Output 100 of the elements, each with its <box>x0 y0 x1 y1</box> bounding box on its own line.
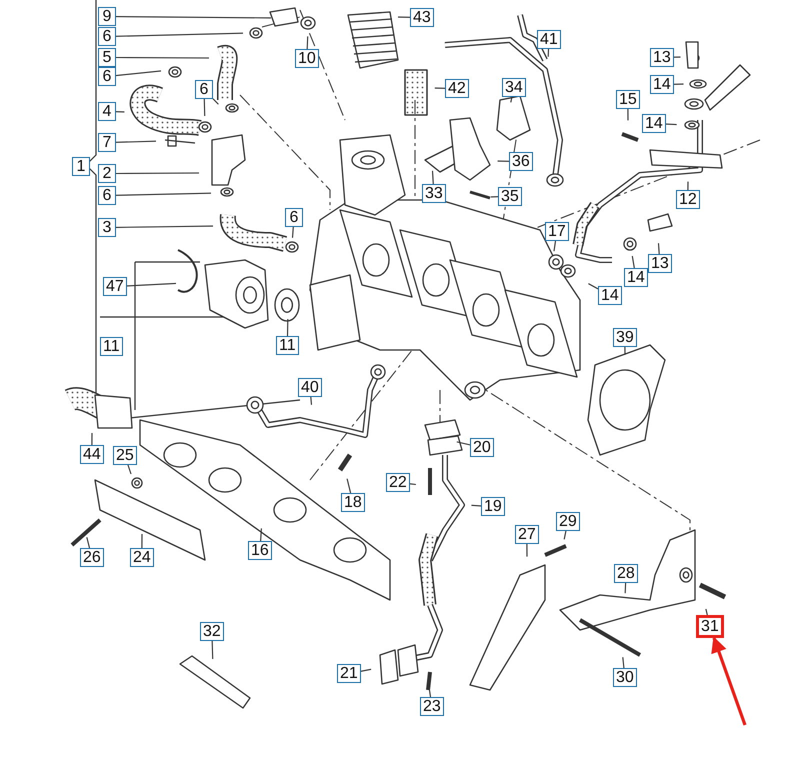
callout-number: 25 <box>113 446 137 465</box>
leader-line <box>292 226 294 238</box>
callout-number: 30 <box>613 668 637 687</box>
leader-line <box>212 98 219 105</box>
callout-number: 26 <box>80 548 104 567</box>
callout-number: 6 <box>195 80 213 99</box>
leader-line <box>666 124 677 126</box>
arrow <box>711 636 746 726</box>
leader-line <box>116 32 244 37</box>
callout-number: 29 <box>556 512 580 531</box>
callout-number: 1 <box>72 157 90 176</box>
leader-line <box>116 172 199 174</box>
leader-line <box>632 256 635 268</box>
leader-line <box>286 319 288 336</box>
callout-number: 6 <box>98 186 116 205</box>
callout-number: 33 <box>422 184 446 203</box>
callout-number: 47 <box>103 277 127 296</box>
callout-number: 17 <box>545 222 569 241</box>
callout-number: 6 <box>285 208 303 227</box>
callout-number: 9 <box>98 7 116 26</box>
leader-line <box>306 36 308 50</box>
callout-number: 40 <box>298 378 322 397</box>
callout-number: 27 <box>515 525 539 544</box>
callout-number: 6 <box>98 67 116 86</box>
callout-number: 20 <box>470 438 494 457</box>
callout-number: 11 <box>100 337 123 356</box>
callout-number: 44 <box>80 445 104 464</box>
leader-line <box>627 109 629 120</box>
callout-number: 24 <box>130 548 154 567</box>
callout-number: 34 <box>502 78 526 97</box>
leader-line <box>624 582 626 594</box>
leader-line <box>116 70 162 76</box>
callout-number: 10 <box>295 49 319 68</box>
leader-line <box>674 56 680 58</box>
leader-line <box>346 478 352 494</box>
leader-line <box>490 196 498 198</box>
leader-line <box>624 347 626 355</box>
leader-line <box>260 528 262 542</box>
leader-line <box>116 56 209 59</box>
callout-number: 41 <box>537 30 561 49</box>
leader-line <box>553 240 556 252</box>
callout-number: 19 <box>481 497 505 516</box>
leader-line <box>410 483 416 486</box>
callout-number: 3 <box>98 218 116 237</box>
callout-number: 42 <box>445 79 469 98</box>
leader-line <box>471 504 482 506</box>
leader-line <box>141 534 143 548</box>
callout-number: 2 <box>98 164 116 183</box>
callout-number: 4 <box>98 102 116 121</box>
leader-line <box>498 160 509 162</box>
leader-line <box>687 182 689 190</box>
leader-line <box>588 283 598 290</box>
callout-number: 5 <box>98 48 116 67</box>
callout-number: 11 <box>276 336 299 355</box>
leader-line <box>526 544 528 557</box>
callout-number: 31 <box>696 615 724 638</box>
callout-number: 23 <box>420 697 444 716</box>
leader-line <box>91 433 93 445</box>
leader-line <box>212 640 214 660</box>
leader-line <box>705 608 708 616</box>
callout-number: 6 <box>98 27 116 46</box>
leader-line <box>434 88 446 89</box>
leader-line <box>564 530 566 540</box>
leader-line <box>116 111 124 112</box>
callout-number: 14 <box>624 268 648 287</box>
callout-number: 15 <box>616 90 640 109</box>
leader-line <box>548 48 550 57</box>
callout-number: 18 <box>341 493 365 512</box>
leader-line <box>398 16 410 18</box>
leader-line <box>658 243 660 254</box>
callout-number: 43 <box>410 8 434 27</box>
callout-number: 14 <box>642 114 666 133</box>
callout-number: 14 <box>650 75 674 94</box>
callout-number: 39 <box>613 328 637 347</box>
leader-line <box>674 84 684 85</box>
leader-line <box>360 668 372 672</box>
leader-line <box>510 96 512 102</box>
leader-line <box>456 441 470 446</box>
callout-number: 13 <box>648 254 672 273</box>
callout-number: 16 <box>248 541 272 560</box>
leader-line <box>432 170 434 184</box>
callout-number: 14 <box>598 286 622 305</box>
callout-number: 36 <box>509 152 533 171</box>
leader-line <box>116 140 156 143</box>
callout-number: 12 <box>676 190 700 209</box>
leader-line <box>116 226 213 228</box>
leader-line <box>116 16 271 18</box>
leader-line <box>116 192 212 196</box>
callout-number: 32 <box>200 622 224 641</box>
callout-number: 7 <box>98 133 116 152</box>
callout-number: 22 <box>386 473 410 492</box>
leader-line <box>86 537 90 548</box>
callout-number: 21 <box>337 664 361 683</box>
callout-number: 28 <box>614 564 638 583</box>
callout-number: 13 <box>650 48 674 67</box>
leader-line <box>622 657 624 668</box>
callout-number: 35 <box>498 187 522 206</box>
leader-line <box>127 464 132 474</box>
leader-line <box>126 282 176 286</box>
leader-line <box>310 396 312 405</box>
